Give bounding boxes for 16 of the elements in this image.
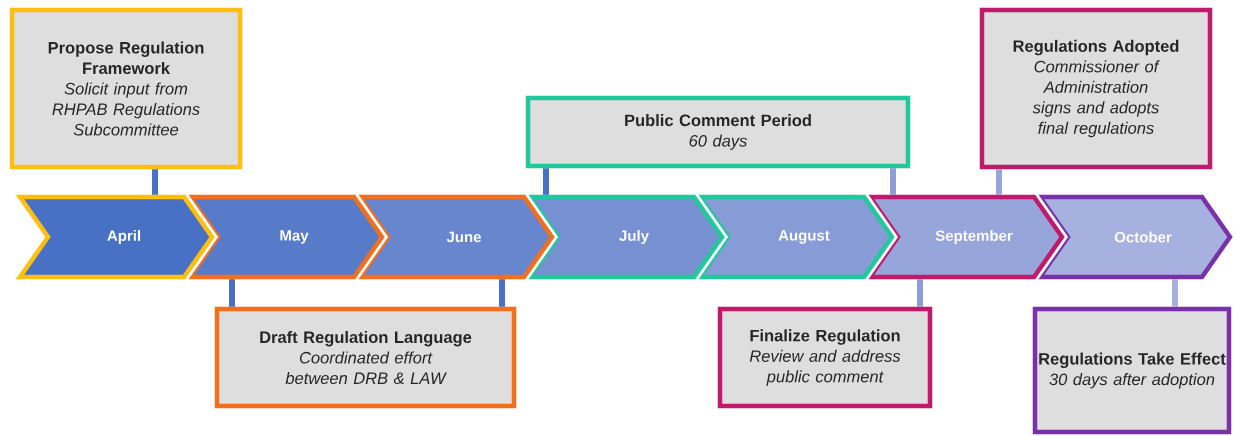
connector-line (152, 169, 158, 195)
connector-line (229, 279, 235, 307)
callout-box: Draft Regulation Language Coordinated effort between DRB & LAW (214, 306, 517, 409)
callout-box: Propose Regulation Framework Solicit input from RHPAB Regulations Subcommittee (9, 7, 243, 170)
connector-line (996, 169, 1002, 195)
callout-box: Regulations Take Effect 30 days after adoption (1032, 306, 1232, 435)
connector-line (917, 279, 923, 307)
connector-line (543, 168, 549, 195)
callout-box: Finalize Regulation Review and address public comment (717, 306, 933, 409)
connector-line (499, 279, 505, 307)
connector-line (1172, 279, 1178, 307)
timeline-segment: October (1030, 192, 1235, 282)
timeline-segment: April (10, 192, 219, 282)
connector-line (890, 168, 896, 195)
callout-box: Public Comment Period 60 days (525, 95, 911, 169)
callout-box: Regulations Adopted Commissioner of Administration signs and adopts final regulations (979, 7, 1213, 170)
